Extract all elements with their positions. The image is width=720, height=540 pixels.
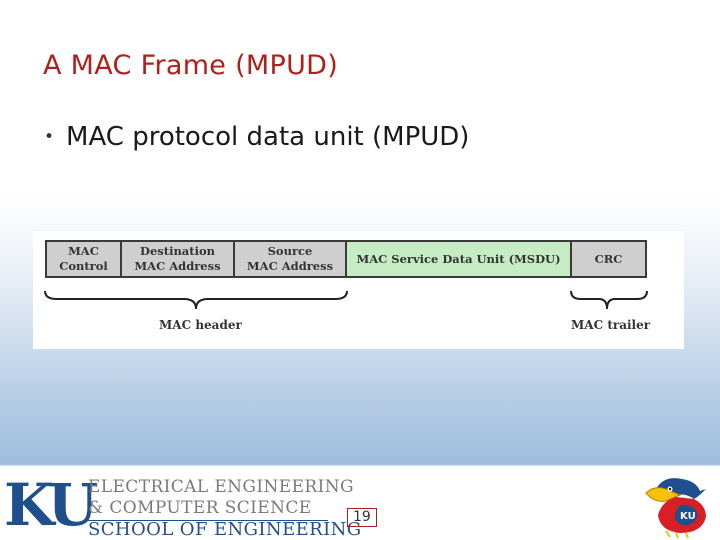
svg-text:KU: KU [680,511,696,522]
bullet-text: MAC protocol data unit (MPUD) [66,122,470,152]
field-source-address: Source MAC Address [235,242,347,276]
trailer-brace-icon [570,290,648,310]
field-mac-control: MAC Control [47,242,122,276]
mac-frame-figure: MAC Control Destination MAC Address Sour… [33,231,684,349]
dept-line-2: & COMPUTER SCIENCE [88,498,312,518]
footer-bar: KU ELECTRICAL ENGINEERING & COMPUTER SCI… [0,467,720,540]
bullet-dot-icon: • [44,127,55,147]
slide-title: A MAC Frame (MPUD) [43,50,339,81]
mac-header-label: MAC header [159,318,242,332]
header-brace-icon [44,290,348,310]
bullet-item: • MAC protocol data unit (MPUD) [44,122,469,152]
dept-divider [88,520,328,521]
ku-logo: KU [4,471,98,539]
dept-line-1: ELECTRICAL ENGINEERING [88,477,354,497]
mac-trailer-label: MAC trailer [571,318,651,332]
page-number: 19 [347,508,377,527]
jayhawk-mascot-icon: KU [645,478,706,539]
frame-fields-row: MAC Control Destination MAC Address Sour… [45,240,647,278]
field-msdu: MAC Service Data Unit (MSDU) [347,242,572,276]
field-crc: CRC [572,242,645,276]
dept-line-3: SCHOOL OF ENGINEERING [88,519,362,540]
field-destination-address: Destination MAC Address [122,242,235,276]
